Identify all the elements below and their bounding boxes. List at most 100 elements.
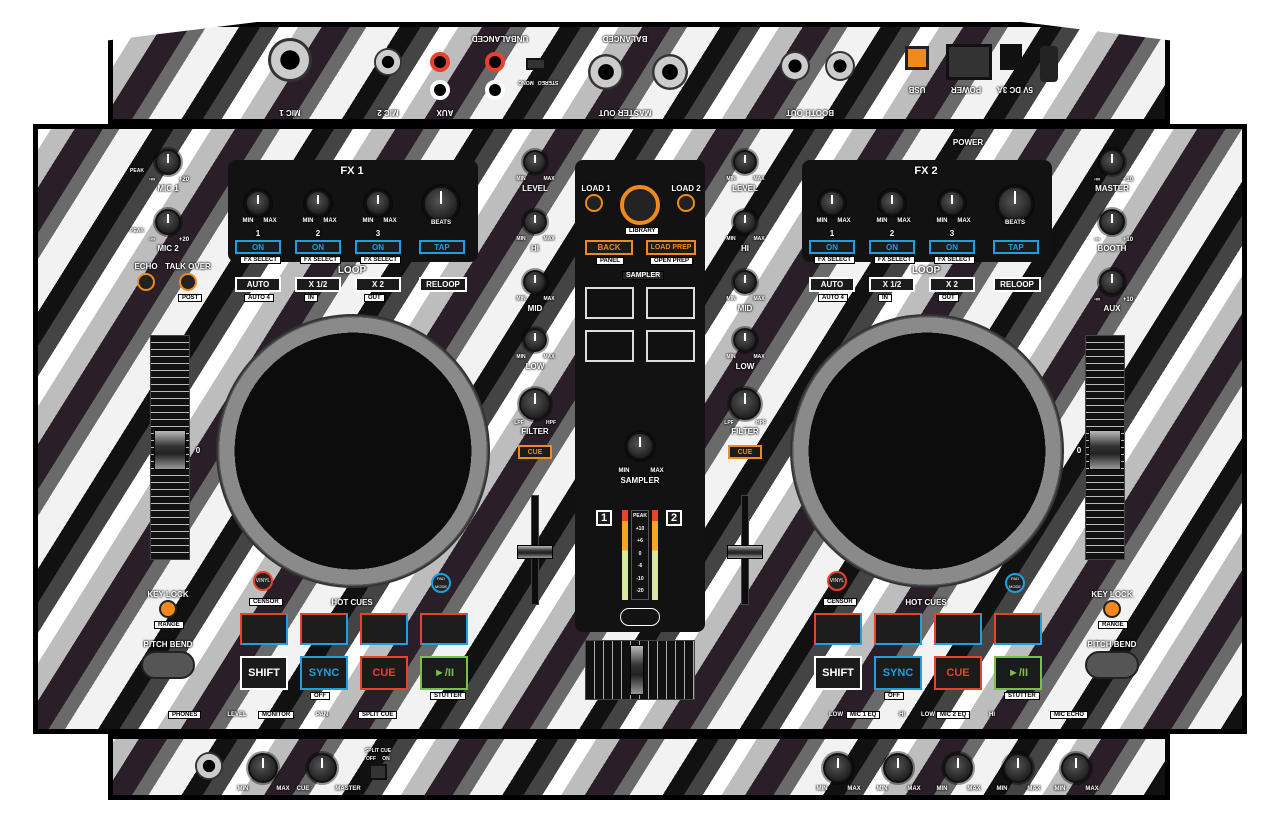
deck1-headphone-cue-button[interactable]: CUE <box>518 445 552 459</box>
deck1-fx-knob-1[interactable] <box>245 190 271 216</box>
deck1-loop-auto-button[interactable]: AUTO <box>235 277 281 292</box>
deck1-hot-cue-pad-3[interactable] <box>360 613 408 645</box>
master-knob[interactable] <box>1099 149 1125 175</box>
phones-level-knob[interactable] <box>248 753 278 783</box>
deck1-fx-knob-3[interactable] <box>365 190 391 216</box>
deck2-fx-on-button-3[interactable]: ON <box>929 240 975 254</box>
deck2-mid-knob[interactable] <box>733 270 757 294</box>
phones-mix-knob[interactable] <box>307 753 337 783</box>
deck2-cue-button[interactable]: CUE <box>934 656 982 690</box>
deck2-channel-fader-cap[interactable] <box>727 545 763 559</box>
deck2-reloop-button[interactable]: RELOOP <box>993 277 1041 292</box>
deck2-loop-double-button[interactable]: X 2 <box>929 277 975 292</box>
deck1-jog-wheel[interactable] <box>216 314 490 588</box>
deck1-fx-on-button-1[interactable]: ON <box>235 240 281 254</box>
stereo-mono-switch[interactable] <box>526 58 546 70</box>
deck2-pitch-bend-buttons[interactable] <box>1085 651 1139 679</box>
deck2-pad-mode-button[interactable]: PAD MODE <box>1005 573 1025 593</box>
deck2-loop-half-button[interactable]: X 1/2 <box>869 277 915 292</box>
deck1-pitch-bend-buttons[interactable] <box>141 651 195 679</box>
deck1-loop-double-button[interactable]: X 2 <box>355 277 401 292</box>
load1-button[interactable] <box>585 194 603 212</box>
deck1-play-button[interactable]: ►/II <box>420 656 468 690</box>
deck1-channel-fader-cap[interactable] <box>517 545 553 559</box>
deck2-vinyl-button[interactable]: VINYL <box>827 571 847 591</box>
deck1-pad-mode-button[interactable]: PAD MODE <box>431 573 451 593</box>
deck2-hi-knob[interactable] <box>733 210 757 234</box>
booth-right-jack <box>825 51 855 81</box>
deck2-fx-on-button-2[interactable]: ON <box>869 240 915 254</box>
deck2-level-knob[interactable] <box>733 150 757 174</box>
deck1-hot-cue-pad-4[interactable] <box>420 613 468 645</box>
back-button[interactable]: BACK <box>585 240 633 255</box>
deck2-hot-cue-pad-3[interactable] <box>934 613 982 645</box>
deck1-beats-knob[interactable] <box>423 186 459 222</box>
deck1-cue-button[interactable]: CUE <box>360 656 408 690</box>
deck1-mid-knob[interactable] <box>523 270 547 294</box>
deck1-shift-button[interactable]: SHIFT <box>240 656 288 690</box>
deck2-sync-button[interactable]: SYNC <box>874 656 922 690</box>
deck2-jog-wheel[interactable] <box>790 314 1064 588</box>
front-knob-4[interactable] <box>1003 753 1033 783</box>
deck2-hot-cue-pad-1[interactable] <box>814 613 862 645</box>
deck1-fx-knob-2[interactable] <box>305 190 331 216</box>
deck2-key-lock-button[interactable] <box>1103 600 1121 618</box>
talk-over-button[interactable] <box>179 273 197 291</box>
deck2-fx-knob-2[interactable] <box>879 190 905 216</box>
deck2-beats-knob[interactable] <box>997 186 1033 222</box>
strip-pan-label: PAN <box>315 712 329 718</box>
deck1-hot-cue-pad-1[interactable] <box>240 613 288 645</box>
deck1-mid-label: MID <box>527 304 543 313</box>
deck1-key-lock-button[interactable] <box>159 600 177 618</box>
deck2-pitch-fader-cap[interactable] <box>1089 430 1121 470</box>
deck1-fx-on-button-3[interactable]: ON <box>355 240 401 254</box>
library-tag: LIBRARY <box>625 227 660 235</box>
mic2-gain-knob[interactable] <box>155 209 181 235</box>
deck1-tap-button[interactable]: TAP <box>419 240 465 254</box>
sampler-pad-4[interactable] <box>646 330 695 362</box>
booth-knob[interactable] <box>1099 209 1125 235</box>
deck2-tap-button[interactable]: TAP <box>993 240 1039 254</box>
deck1-pitch-fader-cap[interactable] <box>154 430 186 470</box>
deck1-level-knob[interactable] <box>523 150 547 174</box>
deck2-play-button[interactable]: ►/II <box>994 656 1042 690</box>
load2-button[interactable] <box>677 194 695 212</box>
aux-knob[interactable] <box>1099 269 1125 295</box>
deck2-hot-cue-pad-2[interactable] <box>874 613 922 645</box>
split-cue-switch[interactable] <box>369 764 387 780</box>
deck2-fx-on-button-1[interactable]: ON <box>809 240 855 254</box>
deck2-headphone-cue-button[interactable]: CUE <box>728 445 762 459</box>
load-prep-button[interactable]: LOAD PREP <box>646 240 696 255</box>
deck1-filter-knob[interactable] <box>519 388 551 420</box>
front-knob-5[interactable] <box>1061 753 1091 783</box>
sampler-pad-3[interactable] <box>585 330 634 362</box>
deck1-reloop-button[interactable]: RELOOP <box>419 277 467 292</box>
deck2-shift-button[interactable]: SHIFT <box>814 656 862 690</box>
deck2-fx-knob-3[interactable] <box>939 190 965 216</box>
front-knob-2[interactable] <box>883 753 913 783</box>
deck2-hot-cue-pad-4[interactable] <box>994 613 1042 645</box>
front-knob-max: MAX <box>1085 786 1099 792</box>
deck2-loop-auto-button[interactable]: AUTO <box>809 277 855 292</box>
mic1-gain-knob[interactable] <box>155 149 181 175</box>
deck1-vinyl-button[interactable]: VINYL <box>253 571 273 591</box>
front-knob-3[interactable] <box>943 753 973 783</box>
echo-button[interactable] <box>137 273 155 291</box>
deck1-loop-half-button[interactable]: X 1/2 <box>295 277 341 292</box>
deck1-sync-button[interactable]: SYNC <box>300 656 348 690</box>
sampler-pad-1[interactable] <box>585 287 634 319</box>
sampler-volume-knob[interactable] <box>626 432 654 460</box>
headphone-jack[interactable] <box>195 752 223 780</box>
sampler-pad-2[interactable] <box>646 287 695 319</box>
crossfader-cap[interactable] <box>630 645 644 695</box>
deck1-fx-select-tag: FX SELECT <box>360 256 402 264</box>
deck1-low-knob[interactable] <box>523 328 547 352</box>
deck1-fx-on-button-2[interactable]: ON <box>295 240 341 254</box>
library-encoder[interactable] <box>620 185 660 225</box>
deck1-hi-knob[interactable] <box>523 210 547 234</box>
deck2-filter-knob[interactable] <box>729 388 761 420</box>
deck1-hot-cue-pad-2[interactable] <box>300 613 348 645</box>
deck2-fx-knob-1[interactable] <box>819 190 845 216</box>
deck2-low-knob[interactable] <box>733 328 757 352</box>
front-knob-1[interactable] <box>823 753 853 783</box>
